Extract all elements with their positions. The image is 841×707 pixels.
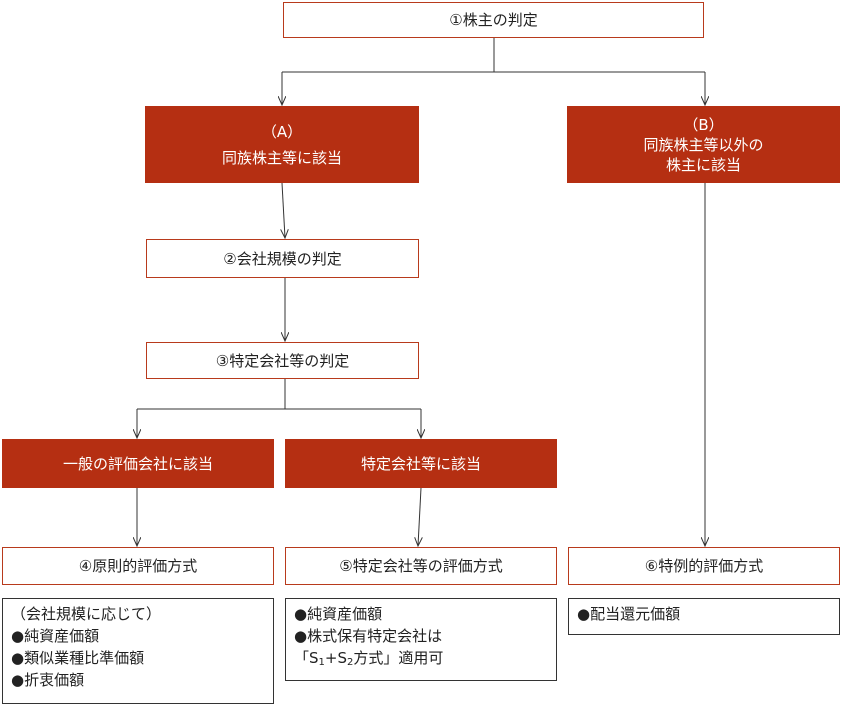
methods5-list: ●純資産価額 ●株式保有特定会社は 「S1+S2方式」適用可 <box>285 598 557 681</box>
methods4-note: （会社規模に応じて） <box>11 605 162 623</box>
formula-sub2: 2 <box>347 657 354 668</box>
methods6-item1: ●配当還元価額 <box>577 605 681 623</box>
specific-company-box: 特定会社等に該当 <box>285 439 557 488</box>
step1-label: ①株主の判定 <box>449 11 538 29</box>
methods4-list: （会社規模に応じて） ●純資産価額 ●類似業種比準価額 ●折衷価額 <box>2 598 274 704</box>
group-b-label: （B） <box>683 115 724 134</box>
methods5-item1: ●純資産価額 <box>294 605 383 623</box>
methods4-item: ●類似業種比準価額 <box>11 649 145 667</box>
step6-exception-method: ⑥特例的評価方式 <box>568 547 840 585</box>
step3-label: ③特定会社等の判定 <box>215 351 350 370</box>
group-a-text: 同族株主等に該当 <box>221 148 342 167</box>
methods6-list: ●配当還元価額 <box>568 598 840 635</box>
formula-open: 「S <box>294 649 319 667</box>
general-company-label: 一般の評価会社に該当 <box>62 454 213 473</box>
arrow-to-step5 <box>418 487 421 546</box>
step4-principle-method: ④原則的評価方式 <box>2 547 274 585</box>
step5-specific-method: ⑤特定会社等の評価方式 <box>285 547 557 585</box>
step3-specific-company-judgment: ③特定会社等の判定 <box>146 342 419 379</box>
step6-label: ⑥特例的評価方式 <box>644 557 764 575</box>
step5-label: ⑤特定会社等の評価方式 <box>339 557 503 575</box>
step2-company-size-judgment: ②会社規模の判定 <box>146 239 419 278</box>
arrow-to-step2 <box>282 182 285 238</box>
step1-shareholder-judgment: ①株主の判定 <box>283 2 704 38</box>
specific-company-label: 特定会社等に該当 <box>360 454 481 473</box>
formula-sub1: 1 <box>318 657 325 668</box>
group-b-other-shareholders: （B） 同族株主等以外の 株主に該当 <box>567 106 840 183</box>
step4-label: ④原則的評価方式 <box>78 557 198 575</box>
group-a-label: （A） <box>261 122 303 141</box>
methods4-item: ●純資産価額 <box>11 627 100 645</box>
methods5-formula: 「S1+S2方式」適用可 <box>294 647 548 669</box>
formula-plus: +S <box>324 649 347 667</box>
general-company-box: 一般の評価会社に該当 <box>2 439 274 488</box>
methods4-item: ●折衷価額 <box>11 671 85 689</box>
group-b-line2: 株主に該当 <box>665 155 741 174</box>
formula-close: 方式」適用可 <box>353 649 444 667</box>
group-a-family-shareholders: （A） 同族株主等に該当 <box>145 106 419 183</box>
methods5-item2: ●株式保有特定会社は <box>294 627 443 645</box>
step2-label: ②会社規模の判定 <box>223 249 342 268</box>
group-b-line1: 同族株主等以外の <box>643 135 764 154</box>
